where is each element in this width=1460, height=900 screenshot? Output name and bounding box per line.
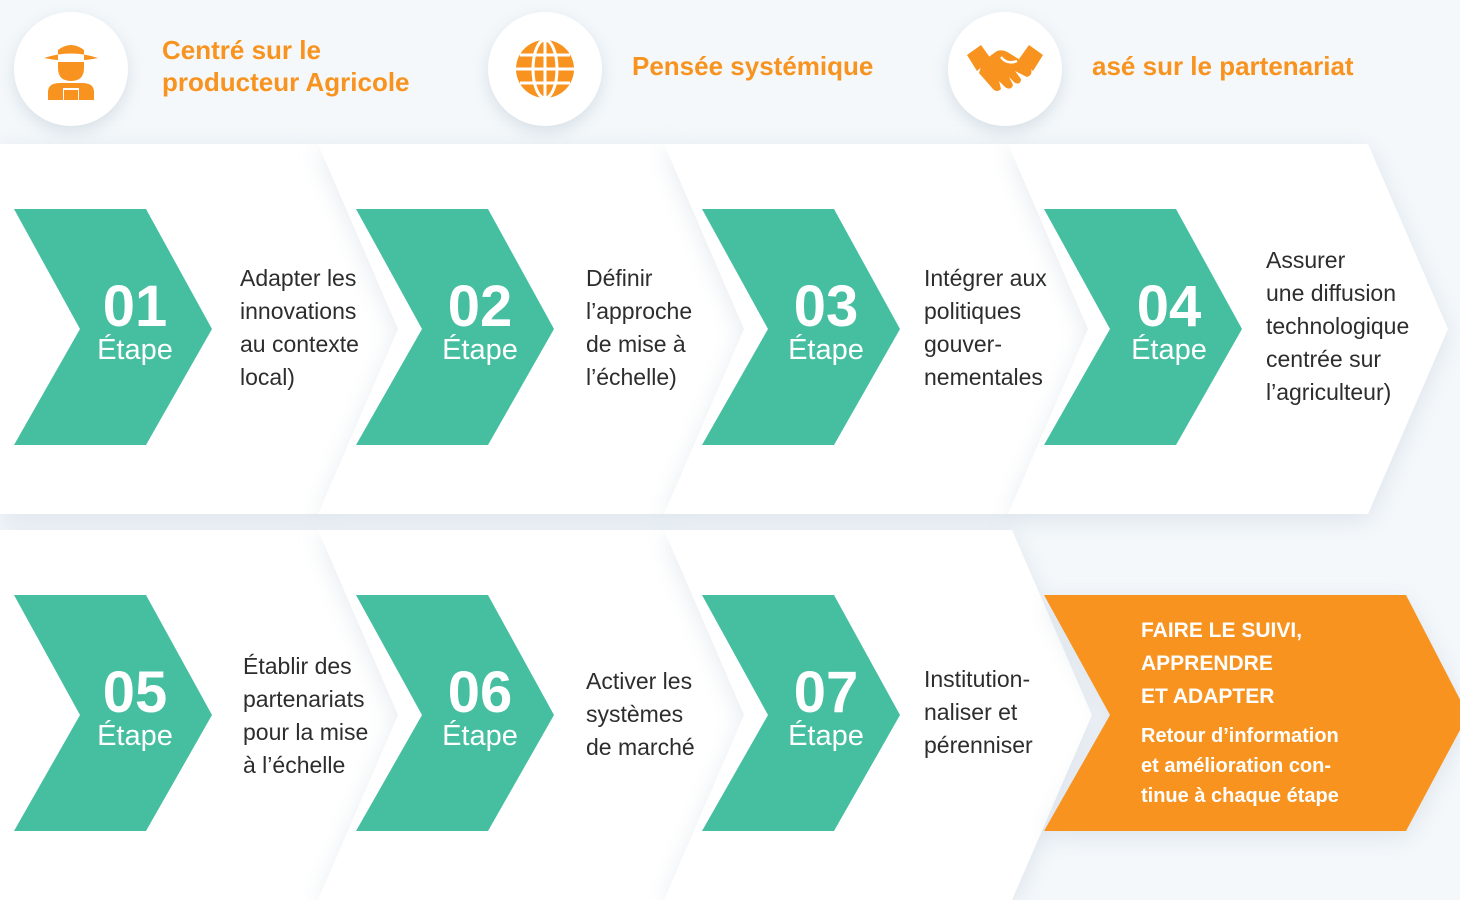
step-label-04: Étape — [1131, 334, 1207, 366]
step-card-03 — [664, 144, 1124, 514]
final-step-card — [1008, 530, 1460, 900]
step-label-01: Étape — [97, 334, 173, 366]
step-label-05: Étape — [97, 720, 173, 752]
step-card-06 — [318, 530, 778, 900]
farmer-icon — [14, 12, 128, 126]
steps-row-1: 01 Étape Adapter les innovations au cont… — [0, 144, 1460, 514]
step-card-07 — [664, 530, 1124, 900]
step-number-07: 07 — [793, 660, 859, 725]
step-number-01: 01 — [102, 274, 168, 339]
principle-partnership-text: asé sur le partenariat — [1092, 51, 1354, 81]
step-label-03: Étape — [788, 334, 864, 366]
handshake-icon — [948, 12, 1062, 126]
step-label-06: Étape — [442, 720, 518, 752]
step-card-01 — [0, 144, 460, 514]
step-text-02: Définir l’approche de mise à l’échelle) — [586, 265, 693, 390]
step-number-05: 05 — [102, 660, 168, 725]
principle-farmer-text: Centré sur le producteur Agricole — [162, 35, 410, 97]
principle-partnership: asé sur le partenariat — [948, 12, 1418, 126]
step-text-03: Intégrer aux politiques gouver- nemental… — [924, 265, 1047, 390]
step-text-04: Assurer une diffusion technologique cent… — [1266, 247, 1410, 405]
step-number-06: 06 — [447, 660, 513, 725]
step-label-02: Étape — [442, 334, 518, 366]
principle-farmer: Centré sur le producteur Agricole — [14, 12, 454, 126]
step-label-07: Étape — [788, 720, 864, 752]
steps-row-2: 05 Étape Établir des partenariats pour l… — [0, 530, 1460, 900]
step-number-04: 04 — [1136, 274, 1202, 339]
globe-icon — [488, 12, 602, 126]
final-step-title: FAIRE LE SUIVI, APPRENDRE ET ADAPTER — [1141, 619, 1303, 708]
step-text-01: Adapter les innovations au contexte loca… — [240, 265, 359, 390]
final-step-subtitle: Retour d’information et amélioration con… — [1141, 725, 1339, 807]
step-text-05: Établir des partenariats pour la mise à … — [243, 653, 369, 778]
step-card-05 — [0, 530, 460, 900]
step-number-03: 03 — [793, 274, 859, 339]
step-text-06: Activer les systèmes de marché — [586, 668, 695, 760]
principle-systems: Pensée systémique — [488, 12, 908, 126]
step-text-07: Institution- naliser et pérenniser — [924, 666, 1033, 758]
step-card-04 — [1008, 144, 1460, 514]
step-card-02 — [318, 144, 778, 514]
step-number-02: 02 — [447, 274, 513, 339]
principle-systems-text: Pensée systémique — [632, 51, 874, 81]
